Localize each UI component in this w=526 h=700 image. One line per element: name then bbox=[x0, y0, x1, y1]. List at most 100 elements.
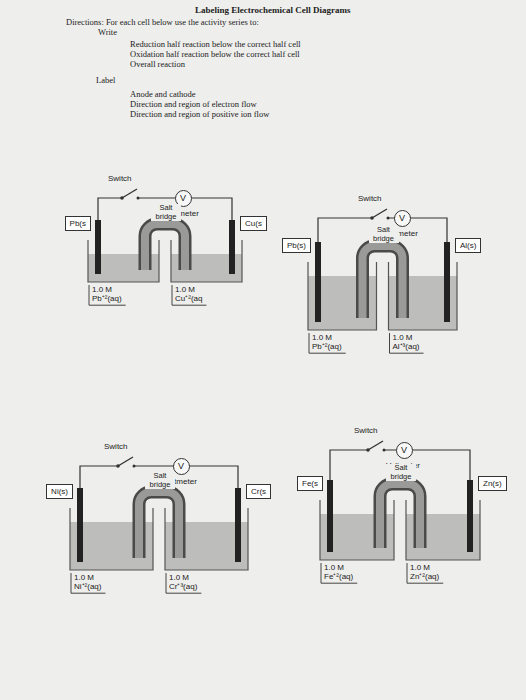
electrode-label: Pb(s) bbox=[282, 238, 311, 253]
solution-label: 1.0 M Fe⁺²(aq) bbox=[324, 563, 353, 581]
electrochemical-cell bbox=[320, 441, 480, 560]
node-text: Pb(s bbox=[70, 219, 86, 228]
solution-label: 1.0 M Al⁺³(aq) bbox=[393, 333, 420, 351]
salt-bridge bbox=[139, 492, 179, 558]
salt-bridge-label: Salt bridge bbox=[156, 203, 177, 221]
label-block: Switch bbox=[354, 426, 378, 435]
solution-label: 1.0 M Cu⁺²(aq bbox=[175, 285, 202, 303]
node-text: Ni(s) bbox=[51, 487, 68, 496]
label-block: Label bbox=[96, 76, 115, 86]
direction-text: Reduction half reaction below the correc… bbox=[130, 39, 301, 49]
label-block: 1.0 M Ni⁺²(aq) bbox=[74, 573, 120, 591]
electrode bbox=[444, 242, 450, 322]
wire bbox=[318, 218, 372, 242]
direction-text: Directions: For each cell below use the … bbox=[66, 17, 259, 27]
voltmeter-symbol: V bbox=[173, 458, 190, 475]
electrode bbox=[315, 242, 321, 322]
switch-contact bbox=[383, 449, 386, 452]
electrochemical-cell bbox=[308, 209, 457, 330]
solution-label: 1.0 M Cr⁺³(aq) bbox=[169, 573, 197, 591]
label-bracket bbox=[309, 333, 346, 353]
electrode-label: Fe(s bbox=[297, 476, 323, 491]
switch-label: Switch bbox=[108, 174, 132, 183]
salt-bridge-label: Salt bridge bbox=[391, 463, 412, 481]
voltmeter-symbol: V bbox=[394, 210, 411, 227]
node-text: Cr(s bbox=[251, 487, 266, 496]
label-bracket bbox=[321, 563, 357, 583]
direction-text: Anode and cathode bbox=[130, 89, 196, 99]
direction-text: Direction and region of positive ion flo… bbox=[130, 109, 269, 119]
label-bracket bbox=[390, 333, 424, 353]
salt-bridge-fill bbox=[363, 246, 403, 318]
electrode-label: Al(s) bbox=[455, 238, 481, 253]
label-block: Directions: For each cell below use the … bbox=[66, 18, 259, 28]
label-block: Oxidation half reaction below the correc… bbox=[130, 50, 300, 60]
direction-text: Direction and region of electron flow bbox=[130, 99, 257, 109]
direction-text: Overall reaction bbox=[130, 59, 185, 69]
electrode-label: Cu(s bbox=[240, 216, 267, 231]
label-block: Switch bbox=[358, 194, 382, 203]
electrode bbox=[467, 480, 473, 552]
label-bracket bbox=[407, 563, 443, 583]
label-block: 1.0 M Fe⁺²(aq) bbox=[324, 563, 370, 581]
switch-label: Switch bbox=[358, 194, 382, 203]
electrode-label: Cr(s bbox=[246, 484, 271, 499]
electrode-label: Zn(s) bbox=[478, 476, 507, 491]
salt-bridge bbox=[363, 246, 403, 318]
label-block: Write bbox=[98, 28, 117, 38]
title-block: Labeling Electrochemical Cell Diagrams bbox=[195, 5, 351, 15]
electrochemical-cell bbox=[88, 189, 242, 282]
label-block: Salt bridge bbox=[369, 226, 399, 243]
switch-lever bbox=[122, 189, 137, 198]
wire bbox=[98, 198, 122, 220]
switch-contact bbox=[133, 465, 136, 468]
label-bracket bbox=[172, 285, 206, 305]
node-text: Pb(s) bbox=[287, 241, 306, 250]
node-text: Al(s) bbox=[460, 241, 476, 250]
wire bbox=[80, 466, 118, 488]
electrode bbox=[77, 488, 83, 562]
label-block: Direction and region of electron flow bbox=[130, 100, 257, 110]
electrode-label: Pb(s bbox=[65, 216, 91, 231]
label-block: Salt bridge bbox=[386, 464, 416, 481]
label-block: Salt bridge bbox=[151, 204, 181, 221]
salt-bridge bbox=[380, 484, 420, 548]
label-block: Overall reaction bbox=[130, 60, 185, 70]
label-block: 1.0 M Pb⁺²(aq) bbox=[92, 285, 138, 303]
label-bracket bbox=[71, 573, 105, 593]
electrochemical-cell bbox=[70, 457, 248, 570]
electrode bbox=[95, 220, 101, 274]
salt-bridge-fill bbox=[145, 224, 185, 270]
direction-text: Label bbox=[96, 75, 115, 85]
solution-label: 1.0 M Zn⁺²(aq) bbox=[410, 563, 439, 581]
salt-bridge-label: Salt bridge bbox=[373, 225, 394, 243]
salt-bridge bbox=[145, 224, 185, 270]
label-block: Switch bbox=[104, 442, 128, 451]
switch-lever bbox=[118, 457, 133, 466]
label-bracket bbox=[89, 285, 126, 305]
switch-contact bbox=[137, 197, 140, 200]
label-block: 1.0 M Pb⁺²(aq) bbox=[312, 333, 358, 351]
label-block: Switch bbox=[108, 174, 132, 183]
label-block: 1.0 M Al⁺³(aq) bbox=[393, 333, 439, 351]
node-text: V bbox=[180, 193, 186, 203]
electrode bbox=[327, 480, 333, 552]
node-text: V bbox=[399, 213, 405, 223]
salt-bridge-fill bbox=[139, 492, 179, 558]
salt-bridge-fill bbox=[380, 484, 420, 548]
electrode-label: Ni(s) bbox=[46, 484, 73, 499]
electrode bbox=[229, 220, 235, 274]
label-block: 1.0 M Zn⁺²(aq) bbox=[410, 563, 456, 581]
wire bbox=[330, 450, 368, 480]
label-bracket bbox=[166, 573, 201, 593]
direction-text: Write bbox=[98, 27, 117, 37]
voltmeter-symbol: V bbox=[396, 442, 413, 459]
title: Labeling Electrochemical Cell Diagrams bbox=[195, 5, 351, 15]
node-text: Cu(s bbox=[245, 219, 262, 228]
switch-label: Switch bbox=[104, 442, 128, 451]
label-block: Salt bridge bbox=[145, 472, 175, 489]
label-block: 1.0 M Cu⁺²(aq bbox=[175, 285, 221, 303]
switch-lever bbox=[372, 209, 387, 218]
